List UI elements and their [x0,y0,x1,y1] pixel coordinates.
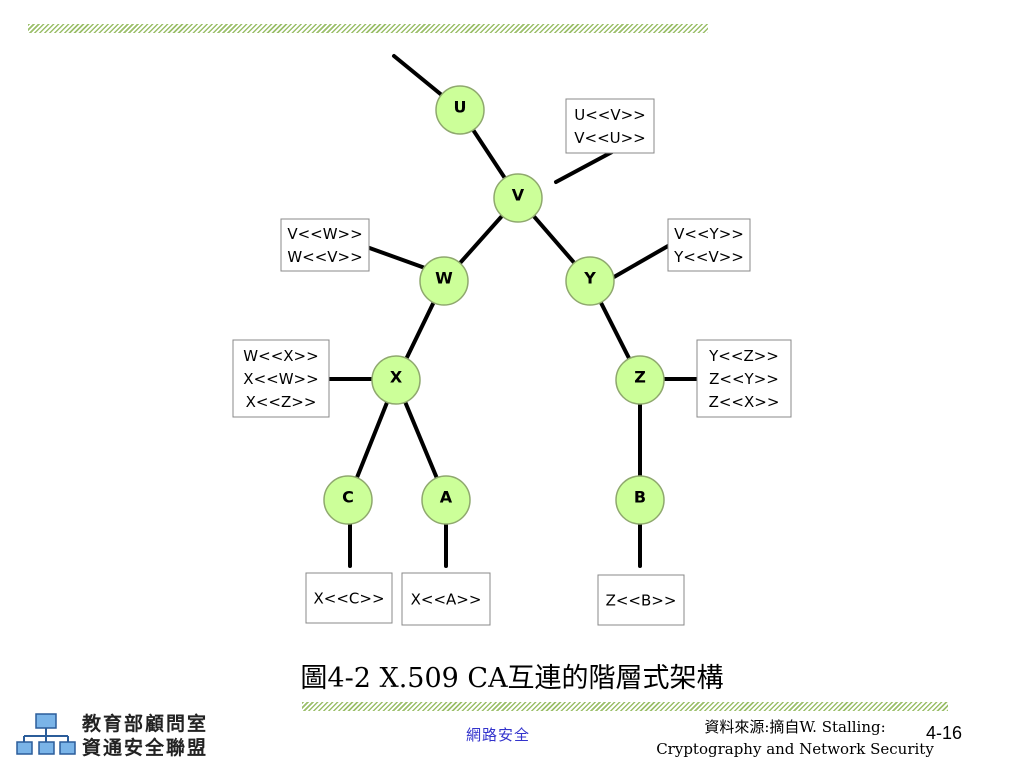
cert-links-layer [327,150,699,568]
org-name-line2: 資通安全聯盟 [82,737,209,759]
cert-line: X<<A>> [411,591,482,609]
node-label: B [634,488,646,507]
cert-line: W<<X>> [243,347,318,365]
cert-box [565,98,655,154]
node-z: Z [615,355,665,405]
node-label: C [342,488,354,507]
link-cert-vw [362,244,427,270]
page-number: 4-16 [926,723,963,743]
node-label: A [440,488,453,507]
nodes-layer: U V W Y X Z C A B [323,85,665,525]
node-circle [419,256,469,306]
cert-box [667,218,751,272]
node-label: W [435,269,453,288]
cert-line: X<<C>> [313,590,384,608]
node-label: Y [583,269,596,288]
node-circle [371,355,421,405]
link-cert-vy [612,244,670,279]
cert-wx: W<<X>> X<<W>> X<<Z>> [232,339,330,418]
cert-box [597,574,685,626]
node-label: V [512,186,525,205]
org-name-line1: 教育部顧問室 [82,713,209,735]
cert-line: V<<Y>> [674,225,744,243]
cert-line: X<<W>> [243,370,318,388]
node-circle [421,475,471,525]
cert-line: Y<<Z>> [708,347,779,365]
cert-line: V<<W>> [287,225,362,243]
node-v: V [493,173,543,223]
figure-caption: 圖4-2 X.509 CA互連的階層式架構 [300,663,724,694]
cert-box [696,339,792,418]
node-circle [323,475,373,525]
certs-layer: U<<V>> V<<U>> V<<W>> W<<V>> V<<Y>> Y<<V>> W<<X… [232,98,792,626]
cert-xc: X<<C>> [305,572,393,624]
cert-vw: V<<W>> W<<V>> [280,218,370,272]
cert-line: Z<<Y>> [709,370,779,388]
node-circle [435,85,485,135]
cert-yz: Y<<Z>> Z<<Y>> Z<<X>> [696,339,792,418]
node-x: X [371,355,421,405]
node-b: B [615,475,665,525]
node-a: A [421,475,471,525]
node-c: C [323,475,373,525]
source-credit: 資料來源:摘自W. Stalling: Cryptography and Net… [640,716,950,760]
node-label: X [390,368,403,387]
node-circle [565,256,615,306]
cert-vy: V<<Y>> Y<<V>> [667,218,751,272]
node-label: Z [634,368,646,387]
node-label: U [454,98,467,117]
node-circle [493,173,543,223]
cert-box [305,572,393,624]
org-name: 教育部顧問室 資通安全聯盟 [82,712,208,760]
cert-line: Y<<V>> [673,248,744,266]
bottom-hatch-bar [302,702,948,711]
cert-uv: U<<V>> V<<U>> [565,98,655,154]
cert-xa: X<<A>> [401,572,491,626]
node-circle [615,475,665,525]
cert-line: Z<<X>> [709,393,780,411]
node-circle [615,355,665,405]
node-u: U [435,85,485,135]
cert-line: U<<V>> [574,106,646,124]
network-logo-icon [16,713,76,755]
top-hatch-bar [28,24,708,33]
node-w: W [419,256,469,306]
cert-line: Z<<B>> [606,592,677,610]
cert-box [280,218,370,272]
cert-line: W<<V>> [287,248,362,266]
cert-line: X<<Z>> [246,393,317,411]
cert-zb: Z<<B>> [597,574,685,626]
source-line2: Cryptography and Network Security [656,740,934,758]
cert-line: V<<U>> [574,129,646,147]
course-title: 網路安全 [466,726,531,744]
ca-hierarchy-diagram: U V W Y X Z C A B U<<V>> V<<U>> V<<W>> W<<V>> V<<Y>>… [232,54,792,626]
source-line1: 資料來源:摘自W. Stalling: [704,718,886,736]
node-y: Y [565,256,615,306]
cert-box [232,339,330,418]
link-cert-uv [554,150,614,184]
cert-box [401,572,491,626]
